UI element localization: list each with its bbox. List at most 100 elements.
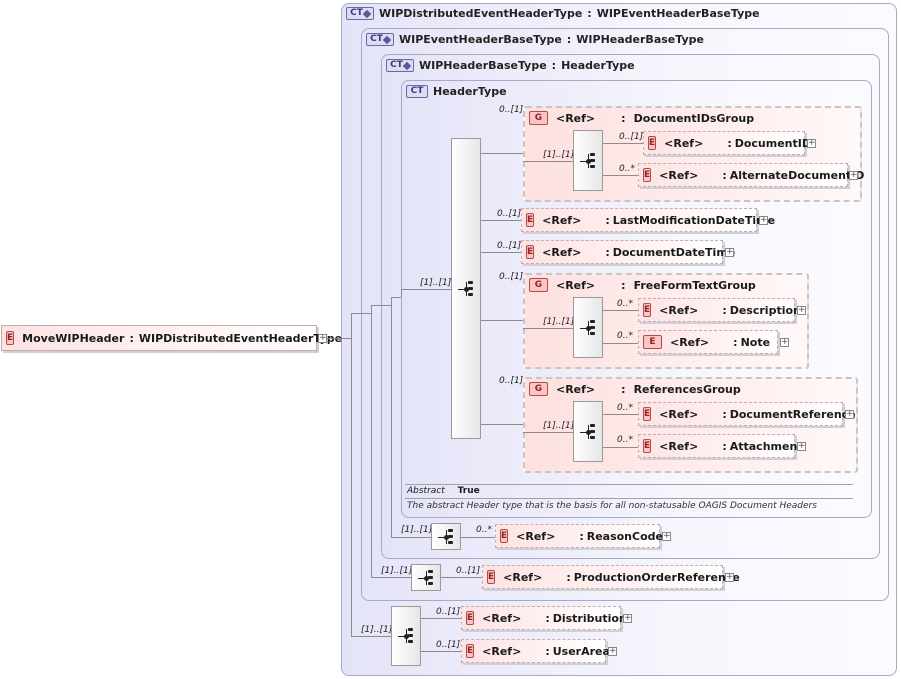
complex-type-icon: CT bbox=[386, 59, 414, 72]
ct-wipheaderbasetype-title: CT WIPHeaderBaseType : HeaderType bbox=[386, 59, 635, 72]
connector bbox=[603, 414, 638, 415]
expand-icon[interactable]: + bbox=[725, 247, 734, 257]
element-alternatedocumentid[interactable]: E <Ref> : AlternateDocumentID bbox=[638, 163, 864, 187]
sequence-compositor[interactable] bbox=[573, 130, 603, 191]
connector bbox=[371, 305, 391, 306]
sequence-compositor[interactable] bbox=[411, 564, 441, 591]
element-description[interactable]: E <Ref> : Description bbox=[638, 298, 801, 322]
element-documentreference[interactable]: E <Ref> : DocumentReference bbox=[638, 402, 856, 426]
connector bbox=[481, 252, 521, 253]
expand-icon[interactable]: + bbox=[807, 138, 816, 148]
connector bbox=[351, 313, 352, 636]
cardinality-label: [1]..[1] bbox=[381, 566, 413, 576]
cardinality-label: [1]..[1] bbox=[401, 525, 433, 535]
connector bbox=[421, 618, 461, 619]
connector bbox=[351, 313, 371, 314]
element-icon: E bbox=[648, 136, 657, 150]
root-element-movewipheader[interactable]: E MoveWIPHeader : WIPDistributedEventHea… bbox=[1, 325, 342, 351]
cardinality-label: 0..[1] bbox=[499, 272, 524, 282]
connector bbox=[391, 297, 392, 537]
cardinality-label: 0..* bbox=[617, 403, 633, 413]
connector bbox=[327, 338, 351, 339]
cardinality-label: [1]..[1] bbox=[543, 150, 575, 160]
connector bbox=[461, 537, 495, 538]
cardinality-label: 0..[1] bbox=[619, 132, 644, 142]
element-productionorderreference[interactable]: E <Ref> : ProductionOrderReference bbox=[482, 565, 740, 589]
connector bbox=[481, 320, 523, 321]
element-note[interactable]: E <Ref> : Note bbox=[638, 330, 778, 354]
expand-icon[interactable]: + bbox=[797, 441, 806, 451]
complex-type-icon: CT bbox=[406, 85, 428, 98]
sequence-compositor[interactable] bbox=[391, 606, 421, 666]
element-attachment[interactable]: E <Ref> : Attachment bbox=[638, 434, 803, 458]
connector bbox=[351, 636, 391, 637]
cardinality-label: 0..* bbox=[617, 299, 633, 309]
element-icon: E bbox=[643, 439, 652, 453]
element-lastmodificationdatetime[interactable]: E <Ref> : LastModificationDateTime bbox=[521, 208, 775, 232]
connector bbox=[441, 577, 482, 578]
annotation-divider bbox=[405, 498, 853, 499]
connector bbox=[401, 289, 402, 297]
element-icon: E bbox=[466, 644, 475, 658]
expand-icon[interactable]: + bbox=[623, 613, 632, 623]
sequence-compositor[interactable] bbox=[431, 523, 461, 550]
element-documentid[interactable]: E <Ref> : DocumentID bbox=[643, 131, 811, 155]
expand-icon[interactable]: + bbox=[725, 572, 734, 582]
sequence-icon bbox=[437, 528, 455, 546]
cardinality-label: 0..[1] bbox=[497, 209, 522, 219]
connector bbox=[603, 447, 638, 448]
sequence-icon bbox=[579, 152, 597, 170]
collapse-icon[interactable]: + bbox=[318, 333, 327, 343]
annotation-divider bbox=[405, 484, 853, 485]
connector bbox=[603, 143, 643, 144]
complex-type-icon: CT bbox=[346, 7, 374, 20]
sequence-compositor[interactable] bbox=[451, 138, 481, 439]
cardinality-label: [1]..[1] bbox=[361, 625, 393, 635]
cardinality-label: 0..[1] bbox=[499, 376, 524, 386]
cardinality-label: [1]..[1] bbox=[543, 317, 575, 327]
expand-icon[interactable]: + bbox=[662, 531, 671, 541]
element-icon: E bbox=[487, 570, 496, 584]
element-icon: E bbox=[643, 407, 652, 421]
cardinality-label: 0..* bbox=[617, 435, 633, 445]
element-icon: E bbox=[500, 529, 509, 543]
cardinality-label: 0..[1] bbox=[436, 640, 461, 650]
expand-icon[interactable]: + bbox=[608, 646, 617, 656]
abstract-attribute: Abstract True bbox=[407, 486, 480, 496]
cardinality-label: 0..* bbox=[619, 164, 635, 174]
element-icon: E bbox=[643, 335, 662, 349]
element-icon: E bbox=[526, 245, 535, 259]
connector bbox=[481, 220, 521, 221]
sequence-compositor[interactable] bbox=[573, 297, 603, 358]
ct-wipdistributedeventheadertype-title: CT WIPDistributedEventHeaderType : WIPEv… bbox=[346, 7, 760, 20]
sequence-compositor[interactable] bbox=[573, 401, 603, 462]
cardinality-label: [1]..[1] bbox=[420, 278, 452, 288]
ct-wipeventheaderbasetype-title: CT WIPEventHeaderBaseType : WIPHeaderBas… bbox=[366, 33, 704, 46]
connector bbox=[391, 297, 401, 298]
expand-icon[interactable]: + bbox=[759, 215, 768, 225]
expand-icon[interactable]: + bbox=[849, 170, 858, 180]
sequence-icon bbox=[579, 423, 597, 441]
element-distribution[interactable]: E <Ref> : Distribution bbox=[461, 606, 627, 630]
connector bbox=[523, 328, 573, 329]
cardinality-label: 0..[1] bbox=[436, 607, 461, 617]
element-userarea[interactable]: E <Ref> : UserArea bbox=[461, 639, 610, 663]
connector bbox=[401, 289, 451, 290]
group-icon: G bbox=[529, 382, 548, 396]
group-icon: G bbox=[529, 278, 548, 292]
element-documentdatetime[interactable]: E <Ref> : DocumentDateTime bbox=[521, 240, 735, 264]
element-reasoncode[interactable]: E <Ref> : ReasonCode bbox=[495, 524, 663, 548]
element-icon: E bbox=[643, 303, 652, 317]
cardinality-label: 0..* bbox=[476, 525, 492, 535]
cardinality-label: [1]..[1] bbox=[543, 421, 575, 431]
expand-icon[interactable]: + bbox=[797, 305, 806, 315]
connector bbox=[603, 343, 638, 344]
expand-icon[interactable]: + bbox=[845, 409, 854, 419]
connector bbox=[371, 305, 372, 577]
cardinality-label: 0..[1] bbox=[499, 105, 524, 115]
connector bbox=[371, 577, 411, 578]
connector bbox=[523, 161, 573, 162]
expand-icon[interactable]: + bbox=[780, 337, 789, 347]
element-icon: E bbox=[643, 168, 652, 182]
cardinality-label: 0..* bbox=[617, 331, 633, 341]
